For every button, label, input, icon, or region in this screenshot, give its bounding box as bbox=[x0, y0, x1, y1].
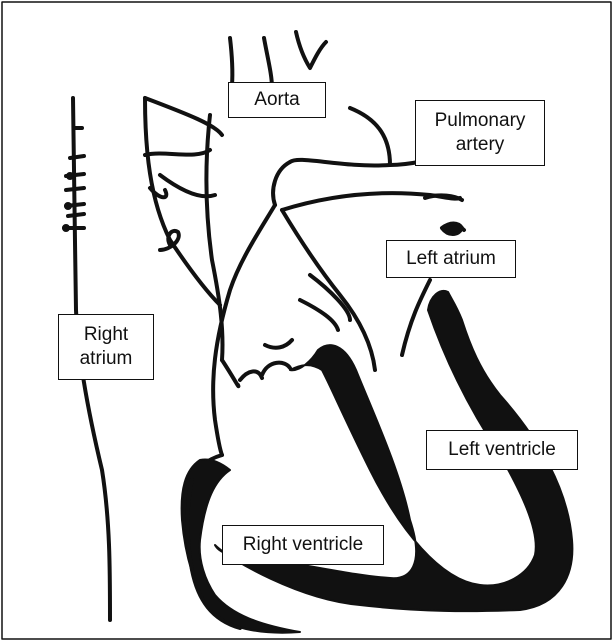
aorta-trunk bbox=[206, 108, 445, 360]
label-aorta: Aorta bbox=[228, 82, 326, 118]
septum bbox=[213, 193, 464, 455]
label-right-atrium-line2: atrium bbox=[59, 347, 153, 371]
aortic-branches bbox=[230, 32, 326, 88]
label-pulmonary-artery-line2: artery bbox=[416, 133, 544, 157]
label-right-ventricle-text: Right ventricle bbox=[223, 533, 383, 557]
label-right-atrium-line1: Right bbox=[59, 323, 153, 347]
label-left-atrium: Left atrium bbox=[386, 240, 516, 278]
label-left-atrium-text: Left atrium bbox=[387, 247, 515, 271]
label-left-ventricle: Left ventricle bbox=[426, 430, 578, 470]
label-left-ventricle-text: Left ventricle bbox=[427, 438, 577, 462]
label-right-atrium: Right atrium bbox=[58, 314, 154, 380]
label-pulmonary-artery: Pulmonary artery bbox=[415, 100, 545, 166]
label-aorta-text: Aorta bbox=[229, 88, 325, 112]
label-right-ventricle: Right ventricle bbox=[222, 525, 384, 565]
label-pulmonary-artery-line1: Pulmonary bbox=[416, 109, 544, 133]
